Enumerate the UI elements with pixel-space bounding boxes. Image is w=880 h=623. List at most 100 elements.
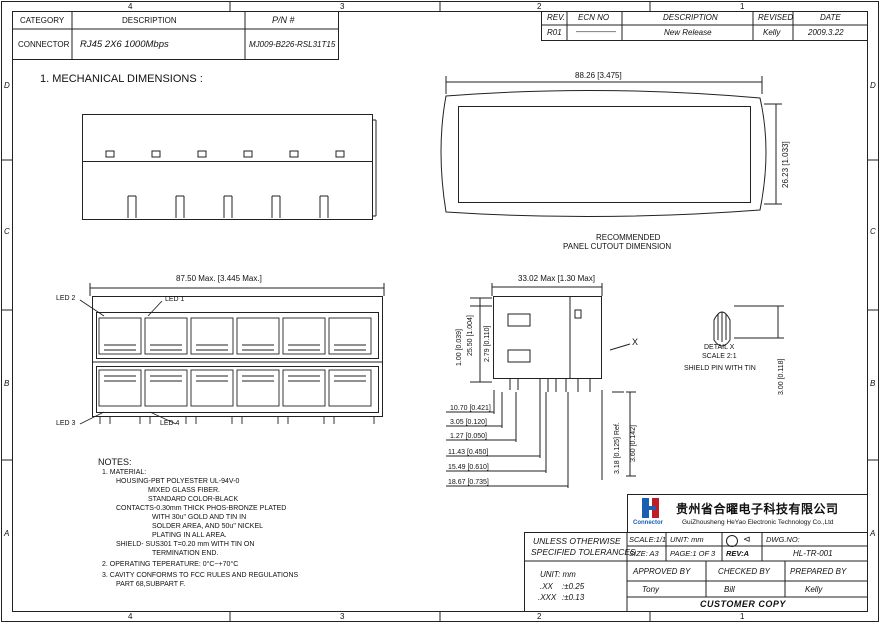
zone-left-b: B	[4, 379, 10, 388]
zone-bottom-4: 4	[128, 612, 133, 621]
rev-row-rev: R01	[547, 28, 562, 37]
note-line: WITH 30u" GOLD AND TIN IN	[152, 514, 247, 521]
detail-x-drawing	[713, 305, 784, 347]
zone-right-b: B	[870, 379, 876, 388]
projection-symbol-icon	[726, 535, 738, 547]
detail-marker-x: X	[632, 337, 639, 347]
rev-row-ecn: —————	[576, 27, 616, 36]
note-line: 2. OPERATING TEPERATURE: 0°C~+70°C	[102, 561, 239, 568]
port-row-bottom	[98, 369, 372, 407]
note-line: SHIELD- SUS301 T=0.20 mm WITH TIN ON	[116, 541, 255, 548]
note-line: PLATING IN ALL AREA.	[152, 532, 227, 539]
zone-left-c: C	[4, 227, 10, 236]
tb-size: SIZE: A3	[629, 549, 659, 558]
tolerance-line-2: SPECIFIED TOLERANCES	[531, 547, 636, 557]
zone-left-d: D	[4, 81, 10, 90]
side-dim-1-00: 1.00 [0.039]	[456, 329, 463, 366]
zone-bottom-2: 2	[537, 612, 542, 621]
led4-label: LED 4	[160, 420, 180, 427]
panel-width-dim: 88.26 [3.475]	[575, 71, 622, 80]
company-name-en: GuiZhousheng HeYao Electronic Technology…	[682, 519, 834, 526]
detail-dim: 3.00 [0.118]	[778, 358, 785, 395]
tb-page: PAGE:1 OF 3	[670, 549, 716, 558]
note-line: 3. CAVITY CONFORMS TO FCC RULES AND REGU…	[102, 572, 299, 579]
zone-top-2: 2	[537, 2, 542, 11]
tolerance-line-1: UNLESS OTHERWISE	[533, 536, 621, 546]
rev-col-rev: REV.	[547, 13, 566, 22]
zone-right-c: C	[870, 227, 876, 236]
tb-scale: SCALE:1/1	[629, 535, 667, 544]
tol-xx-label: .XX	[540, 582, 553, 591]
side-dim-25-50: 25.50 [1.004]	[467, 315, 474, 356]
side-top-dim: 33.02 Max [1.30 Max]	[518, 274, 595, 283]
side-dim-2-79: 2.79 [0.110]	[484, 325, 491, 362]
zone-top-3: 3	[340, 2, 345, 11]
panel-caption-2: PANEL CUTOUT DIMENSION	[563, 242, 672, 251]
led2-label: LED 2	[56, 295, 76, 302]
tol-xxx-value: :±0.13	[562, 593, 585, 602]
note-line: STANDARD COLOR-BLACK	[148, 496, 239, 503]
led1-label: LED 1	[165, 296, 185, 303]
zone-top-4: 4	[128, 2, 133, 11]
tb-approved-by: APPROVED BY	[633, 567, 691, 576]
side-dim-10-70: 10.70 [0.421]	[450, 405, 491, 412]
header-col-pn: P/N #	[272, 15, 295, 25]
tb-prepared-by: PREPARED BY	[790, 567, 847, 576]
led3-label: LED 3	[56, 420, 76, 427]
rev-row-description: New Release	[664, 28, 712, 37]
tb-customer-copy: CUSTOMER COPY	[700, 599, 786, 609]
header-col-category: CATEGORY	[20, 16, 65, 25]
tb-preparer: Kelly	[805, 585, 823, 594]
tb-dwg-no: HL-TR-001	[793, 549, 833, 558]
header-description-value: RJ45 2X6 1000Mbps	[80, 39, 169, 50]
logo-text: Connector	[633, 520, 663, 526]
tol-xxx-label: .XXX	[538, 593, 557, 602]
note-line: HOUSING-PBT POLYESTER UL-94V-0	[116, 478, 240, 485]
tol-xx-value: :±0.25	[562, 582, 585, 591]
tb-approver: Tony	[642, 585, 660, 594]
panel-height-dim: 26.23 [1.033]	[781, 141, 790, 188]
rev-col-ecn: ECN NO	[578, 13, 610, 22]
side-dim-18-67: 18.67 [0.735]	[448, 479, 489, 486]
zone-bottom-3: 3	[340, 612, 345, 621]
note-line: SOLDER AREA, AND 50u" NICKEL	[152, 523, 264, 530]
zone-left-a: A	[4, 529, 10, 538]
tb-dwg-no-label: DWG.NO:	[766, 535, 800, 544]
projection-cone-icon: ⊲	[743, 534, 751, 544]
tb-unit: UNIT: mm	[670, 535, 704, 544]
notes-heading: NOTES:	[98, 457, 132, 467]
tb-rev: REV:A	[726, 549, 750, 558]
zone-top-1: 1	[740, 2, 745, 11]
header-pn-value: MJ009-B226-RSL31T15	[249, 40, 336, 49]
note-line: PART 68,SUBPART F.	[116, 581, 186, 588]
section-title: 1. MECHANICAL DIMENSIONS :	[40, 73, 203, 85]
panel-caption-1: RECOMMENDED	[596, 233, 661, 242]
rev-col-date: DATE	[820, 13, 841, 22]
side-dim-11-43: 11.43 [0.450]	[448, 449, 489, 456]
note-line: MIXED GLASS FIBER.	[148, 487, 220, 494]
side-dim-3-18: 3.18 [0.125] Ref.	[614, 422, 621, 474]
tb-checked-by: CHECKED BY	[718, 567, 771, 576]
header-col-description: DESCRIPTION	[122, 16, 177, 25]
side-dim-15-49: 15.49 [0.610]	[448, 464, 489, 471]
rev-col-description: DESCRIPTION	[663, 13, 718, 22]
detail-scale: SCALE 2:1	[702, 353, 737, 360]
note-line: TERMINATION END.	[152, 550, 219, 557]
header-category-value: CONNECTOR	[18, 40, 70, 49]
zone-right-d: D	[870, 81, 876, 90]
rev-row-revised: Kelly	[763, 28, 781, 37]
detail-title: DETAIL X	[704, 344, 735, 351]
company-logo-mark	[642, 498, 659, 518]
tb-checker: Bill	[724, 585, 735, 594]
zone-right-a: A	[870, 529, 876, 538]
company-name-cn: 贵州省合曜电子科技有限公司	[676, 502, 839, 516]
detail-caption: SHIELD PIN WITH TIN	[684, 365, 756, 372]
tolerance-unit: UNIT: mm	[540, 570, 576, 579]
inner-frame	[12, 11, 868, 612]
side-dim-3-60: 3.60 [0.142]	[630, 425, 637, 462]
front-width-dim: 87.50 Max. [3.445 Max.]	[176, 274, 262, 283]
note-line: CONTACTS-0.30mm THICK PHOS-BRONZE PLATED	[116, 505, 287, 512]
notes-block: NOTES: 1. MATERIAL: HOUSING-PBT POLYESTE…	[98, 458, 418, 590]
side-dim-3-05: 3.05 [0.120]	[450, 419, 487, 426]
